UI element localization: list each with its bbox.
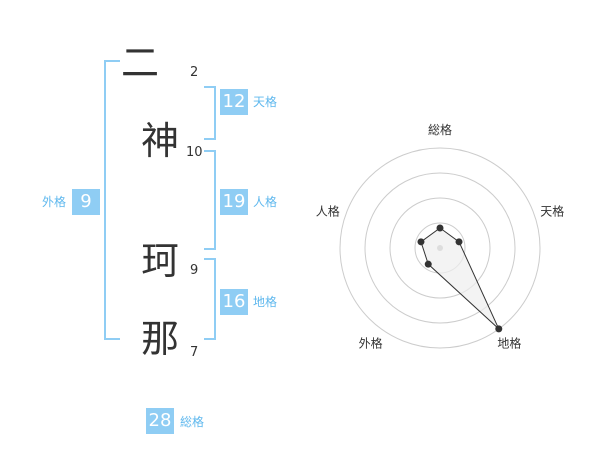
chikaku-bracket: [204, 258, 216, 340]
name-character-2: 神: [140, 119, 179, 163]
stroke-count-4: 7: [190, 345, 199, 360]
radar-point: [455, 238, 463, 246]
stroke-count-3: 9: [190, 263, 199, 278]
tenkaku-label: 天格: [253, 95, 278, 109]
gaikaku-badge: 9: [72, 189, 100, 215]
radar-axis-label: 天格: [540, 204, 564, 219]
radar-axis-label: 人格: [316, 204, 340, 219]
jinkaku-label: 人格: [253, 195, 278, 209]
name-character-4: 那: [140, 317, 179, 361]
stroke-count-1: 2: [190, 65, 199, 80]
radar-point: [436, 224, 444, 232]
radar-axis-label: 外格: [359, 335, 383, 350]
jinkaku-bracket: [204, 150, 216, 250]
jinkaku-badge: 19: [220, 189, 248, 215]
gaikaku-label: 外格: [42, 195, 67, 209]
radar-axis-label: 総格: [428, 122, 452, 137]
radar-ring: [339, 147, 541, 349]
radar-point: [495, 325, 503, 333]
gaikaku-bracket: [104, 60, 120, 340]
soukaku-label: 総格: [180, 415, 205, 429]
radar-point: [417, 238, 425, 246]
name-character-3: 珂: [140, 239, 179, 283]
stroke-count-2: 10: [186, 145, 203, 160]
name-character-1: 二: [120, 41, 159, 85]
radar-axis-label: 地格: [497, 335, 521, 350]
radar-polygon: [420, 227, 500, 330]
tenkaku-bracket: [204, 86, 216, 140]
tenkaku-badge: 12: [220, 89, 248, 115]
chikaku-label: 地格: [253, 295, 278, 309]
radar-center-dot: [437, 245, 443, 251]
soukaku-badge: 28: [146, 408, 174, 434]
chikaku-badge: 16: [220, 289, 248, 315]
radar-ring: [364, 172, 516, 324]
radar-point: [424, 260, 432, 268]
radar-ring: [389, 197, 491, 299]
